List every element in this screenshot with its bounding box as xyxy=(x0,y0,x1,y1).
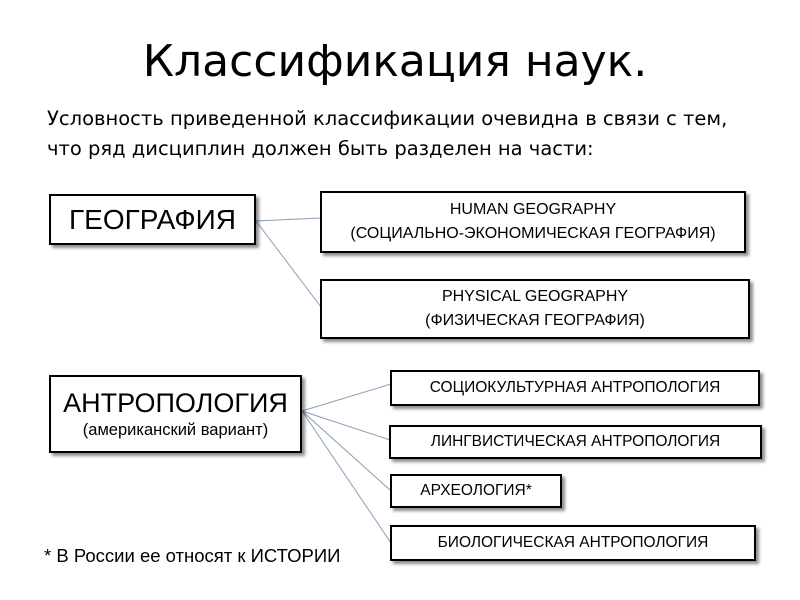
connector-geography-human xyxy=(255,217,322,222)
linguistic-anthropology-label: ЛИНГВИСТИЧЕСКАЯ АНТРОПОЛОГИЯ xyxy=(430,433,721,450)
footnote: * В России ее относят к ИСТОРИИ xyxy=(44,545,341,566)
sociocultural-anthropology-label: СОЦИОКУЛЬТУРНАЯ АНТРОПОЛОГИЯ xyxy=(429,379,721,396)
anthropology-box: АНТРОПОЛОГИЯ (американский вариант) xyxy=(49,375,302,453)
human-geography-box: HUMAN GEOGRAPHY (СОЦИАЛЬНО-ЭКОНОМИЧЕСКАЯ… xyxy=(320,191,746,253)
connector-geography-physical xyxy=(255,220,322,308)
physical-geography-label: PHYSICAL GEOGRAPHY xyxy=(441,288,629,305)
archaeology-label: АРХЕОЛОГИЯ* xyxy=(420,482,532,499)
linguistic-anthropology-box: ЛИНГВИСТИЧЕСКАЯ АНТРОПОЛОГИЯ xyxy=(389,425,762,459)
archaeology-box: АРХЕОЛОГИЯ* xyxy=(390,474,562,508)
anthropology-label: АНТРОПОЛОГИЯ xyxy=(63,388,288,418)
physical-geography-box: PHYSICAL GEOGRAPHY (ФИЗИЧЕСКАЯ ГЕОГРАФИЯ… xyxy=(320,279,750,339)
human-geography-sublabel: (СОЦИАЛЬНО-ЭКОНОМИЧЕСКАЯ ГЕОГРАФИЯ) xyxy=(350,225,716,242)
geography-box: ГЕОГРАФИЯ xyxy=(49,194,256,245)
biological-anthropology-label: БИОЛОГИЧЕСКАЯ АНТРОПОЛОГИЯ xyxy=(437,534,709,551)
intro-text: Условность приведенной классификации оче… xyxy=(47,107,728,160)
connector-anthropology-bio xyxy=(301,410,392,544)
sociocultural-anthropology-box: СОЦИОКУЛЬТУРНАЯ АНТРОПОЛОГИЯ xyxy=(390,370,760,406)
human-geography-label: HUMAN GEOGRAPHY xyxy=(449,201,617,218)
connector-anthropology-socio xyxy=(301,383,392,412)
biological-anthropology-box: БИОЛОГИЧЕСКАЯ АНТРОПОЛОГИЯ xyxy=(390,525,756,561)
connector-anthropology-arch xyxy=(301,410,391,491)
anthropology-sublabel: (американский вариант) xyxy=(82,421,269,439)
geography-label: ГЕОГРАФИЯ xyxy=(69,203,236,235)
connector-anthropology-ling xyxy=(301,410,391,441)
slide-title: Классификация наук. xyxy=(142,36,648,87)
intro-text-container: Условность приведенной классификации оче… xyxy=(47,104,767,180)
physical-geography-sublabel: (ФИЗИЧЕСКАЯ ГЕОГРАФИЯ) xyxy=(425,312,645,329)
